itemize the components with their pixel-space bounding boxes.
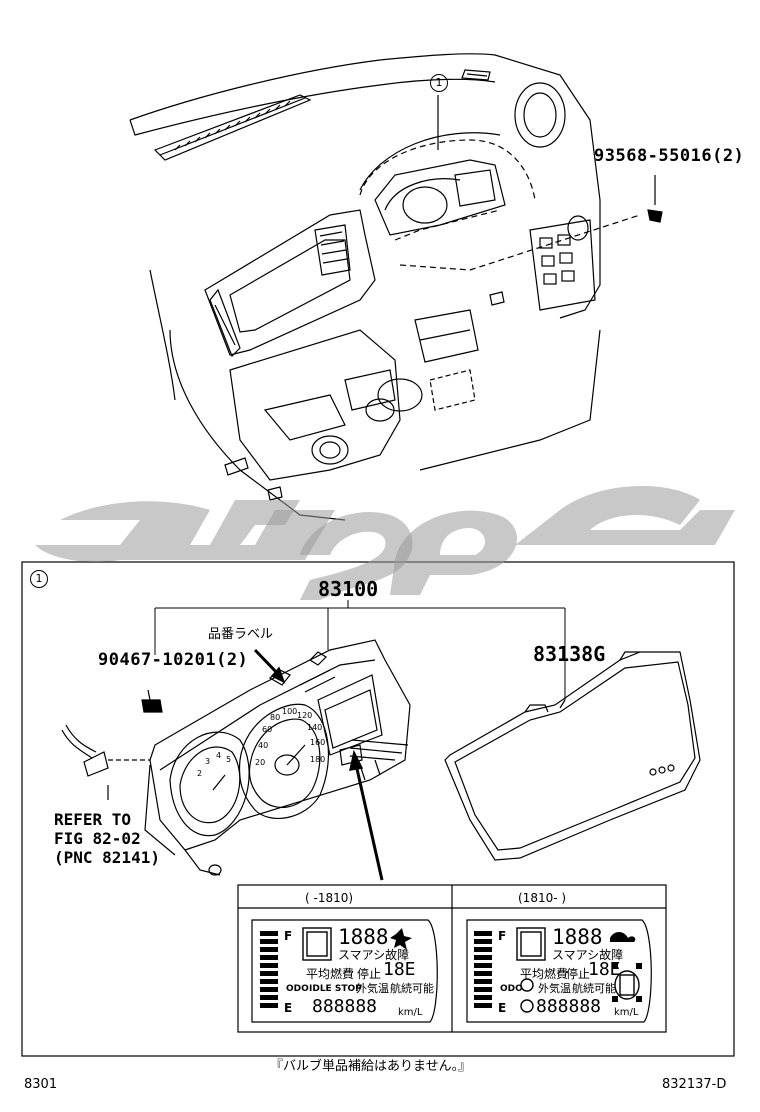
lcd-left-odo-digits: 888888 xyxy=(312,996,378,1017)
svg-text:80: 80 xyxy=(270,713,280,722)
dashboard-drawing xyxy=(129,53,663,521)
lcd-left-smart-assist: スマアシ故障 xyxy=(338,948,410,962)
lcd-variant-left-range: ( -1810) xyxy=(305,891,354,905)
lcd-variant-right-range: (1810- ) xyxy=(518,891,567,905)
lcd-left-unit: km/L xyxy=(398,1007,423,1018)
cover-glass-drawing xyxy=(444,651,701,861)
lcd-left-outside-temp: 外気温 xyxy=(356,982,389,995)
lcd-left-range-possible: 航続可能 xyxy=(390,982,434,995)
lcd-left-odo: ODO xyxy=(286,984,309,994)
part-number-cover-glass: 83138G xyxy=(533,642,606,666)
cluster-assembly-drawing xyxy=(144,639,411,876)
part-number-clip-bolt: 93568-55016(2) xyxy=(594,146,745,166)
svg-text:4: 4 xyxy=(216,751,221,760)
svg-text:5: 5 xyxy=(226,755,231,764)
part-number-label-jp: 品番ラベル xyxy=(208,627,274,642)
lcd-left-fuel-E: E xyxy=(284,1001,293,1015)
callout-marker-top: 1 xyxy=(430,73,448,92)
lcd-right-avg-fuel: 平均燃費 xyxy=(520,967,569,981)
lcd-right-fuel-E: E xyxy=(498,1001,507,1015)
page-id-right: 832137-D xyxy=(662,1077,727,1092)
svg-text:100: 100 xyxy=(282,707,297,716)
lcd-left-avg-fuel: 平均燃費 xyxy=(306,967,355,981)
lcd-right-big-digits: 18E xyxy=(588,959,621,980)
lcd-right-range-possible: 航続可能 xyxy=(572,982,616,995)
svg-text:160: 160 xyxy=(310,738,325,747)
connector-drawing xyxy=(61,724,150,800)
lcd-right-odo-digits: 888888 xyxy=(536,996,602,1017)
lcd-right-outside-temp: 外気温 xyxy=(538,982,571,995)
lcd-left-big-digits: 18E xyxy=(383,959,416,980)
svg-text:140: 140 xyxy=(307,723,322,732)
lcd-right-unit: km/L xyxy=(614,1007,639,1018)
svg-text:60: 60 xyxy=(262,725,272,734)
svg-text:3: 3 xyxy=(205,757,210,766)
svg-text:20: 20 xyxy=(255,758,265,767)
footnote-no-bulb-supply: 『バルブ単品補給はありません。』 xyxy=(270,1059,472,1074)
lcd-comparison-frame xyxy=(237,884,667,1033)
lcd-right-odo: ODO xyxy=(500,984,523,994)
svg-text:40: 40 xyxy=(258,741,268,750)
screw-drawing xyxy=(141,689,163,713)
page-id-left: 8301 xyxy=(24,1077,58,1092)
refer-note: REFER TO FIG 82-02 (PNC 82141) xyxy=(54,810,160,867)
lcd-left-fuel-F: F xyxy=(284,929,293,943)
lcd-left-top-digits: 1888 xyxy=(338,925,389,949)
svg-text:120: 120 xyxy=(297,711,312,720)
fuel-gauge-bars-right xyxy=(474,931,492,1008)
lcd-right-stop: 停止 xyxy=(566,967,591,981)
lcd-right-smart-assist: スマアシ故障 xyxy=(552,948,624,962)
fuel-gauge-bars-left xyxy=(260,931,278,1008)
part-number-cluster-assy: 83100 xyxy=(318,577,379,601)
lcd-left-idle-stop: IDLE STOP xyxy=(309,984,362,994)
lcd-left-stop: 停止 xyxy=(357,967,382,981)
part-number-screw: 90467-10201(2) xyxy=(98,650,249,670)
lcd-right-fuel-F: F xyxy=(498,929,507,943)
watermark-logo xyxy=(35,486,735,600)
callout-marker-detail: 1 xyxy=(30,569,48,588)
lcd-right-top-digits: 1888 xyxy=(552,925,603,949)
svg-text:180: 180 xyxy=(310,755,325,764)
svg-text:2: 2 xyxy=(197,769,202,778)
